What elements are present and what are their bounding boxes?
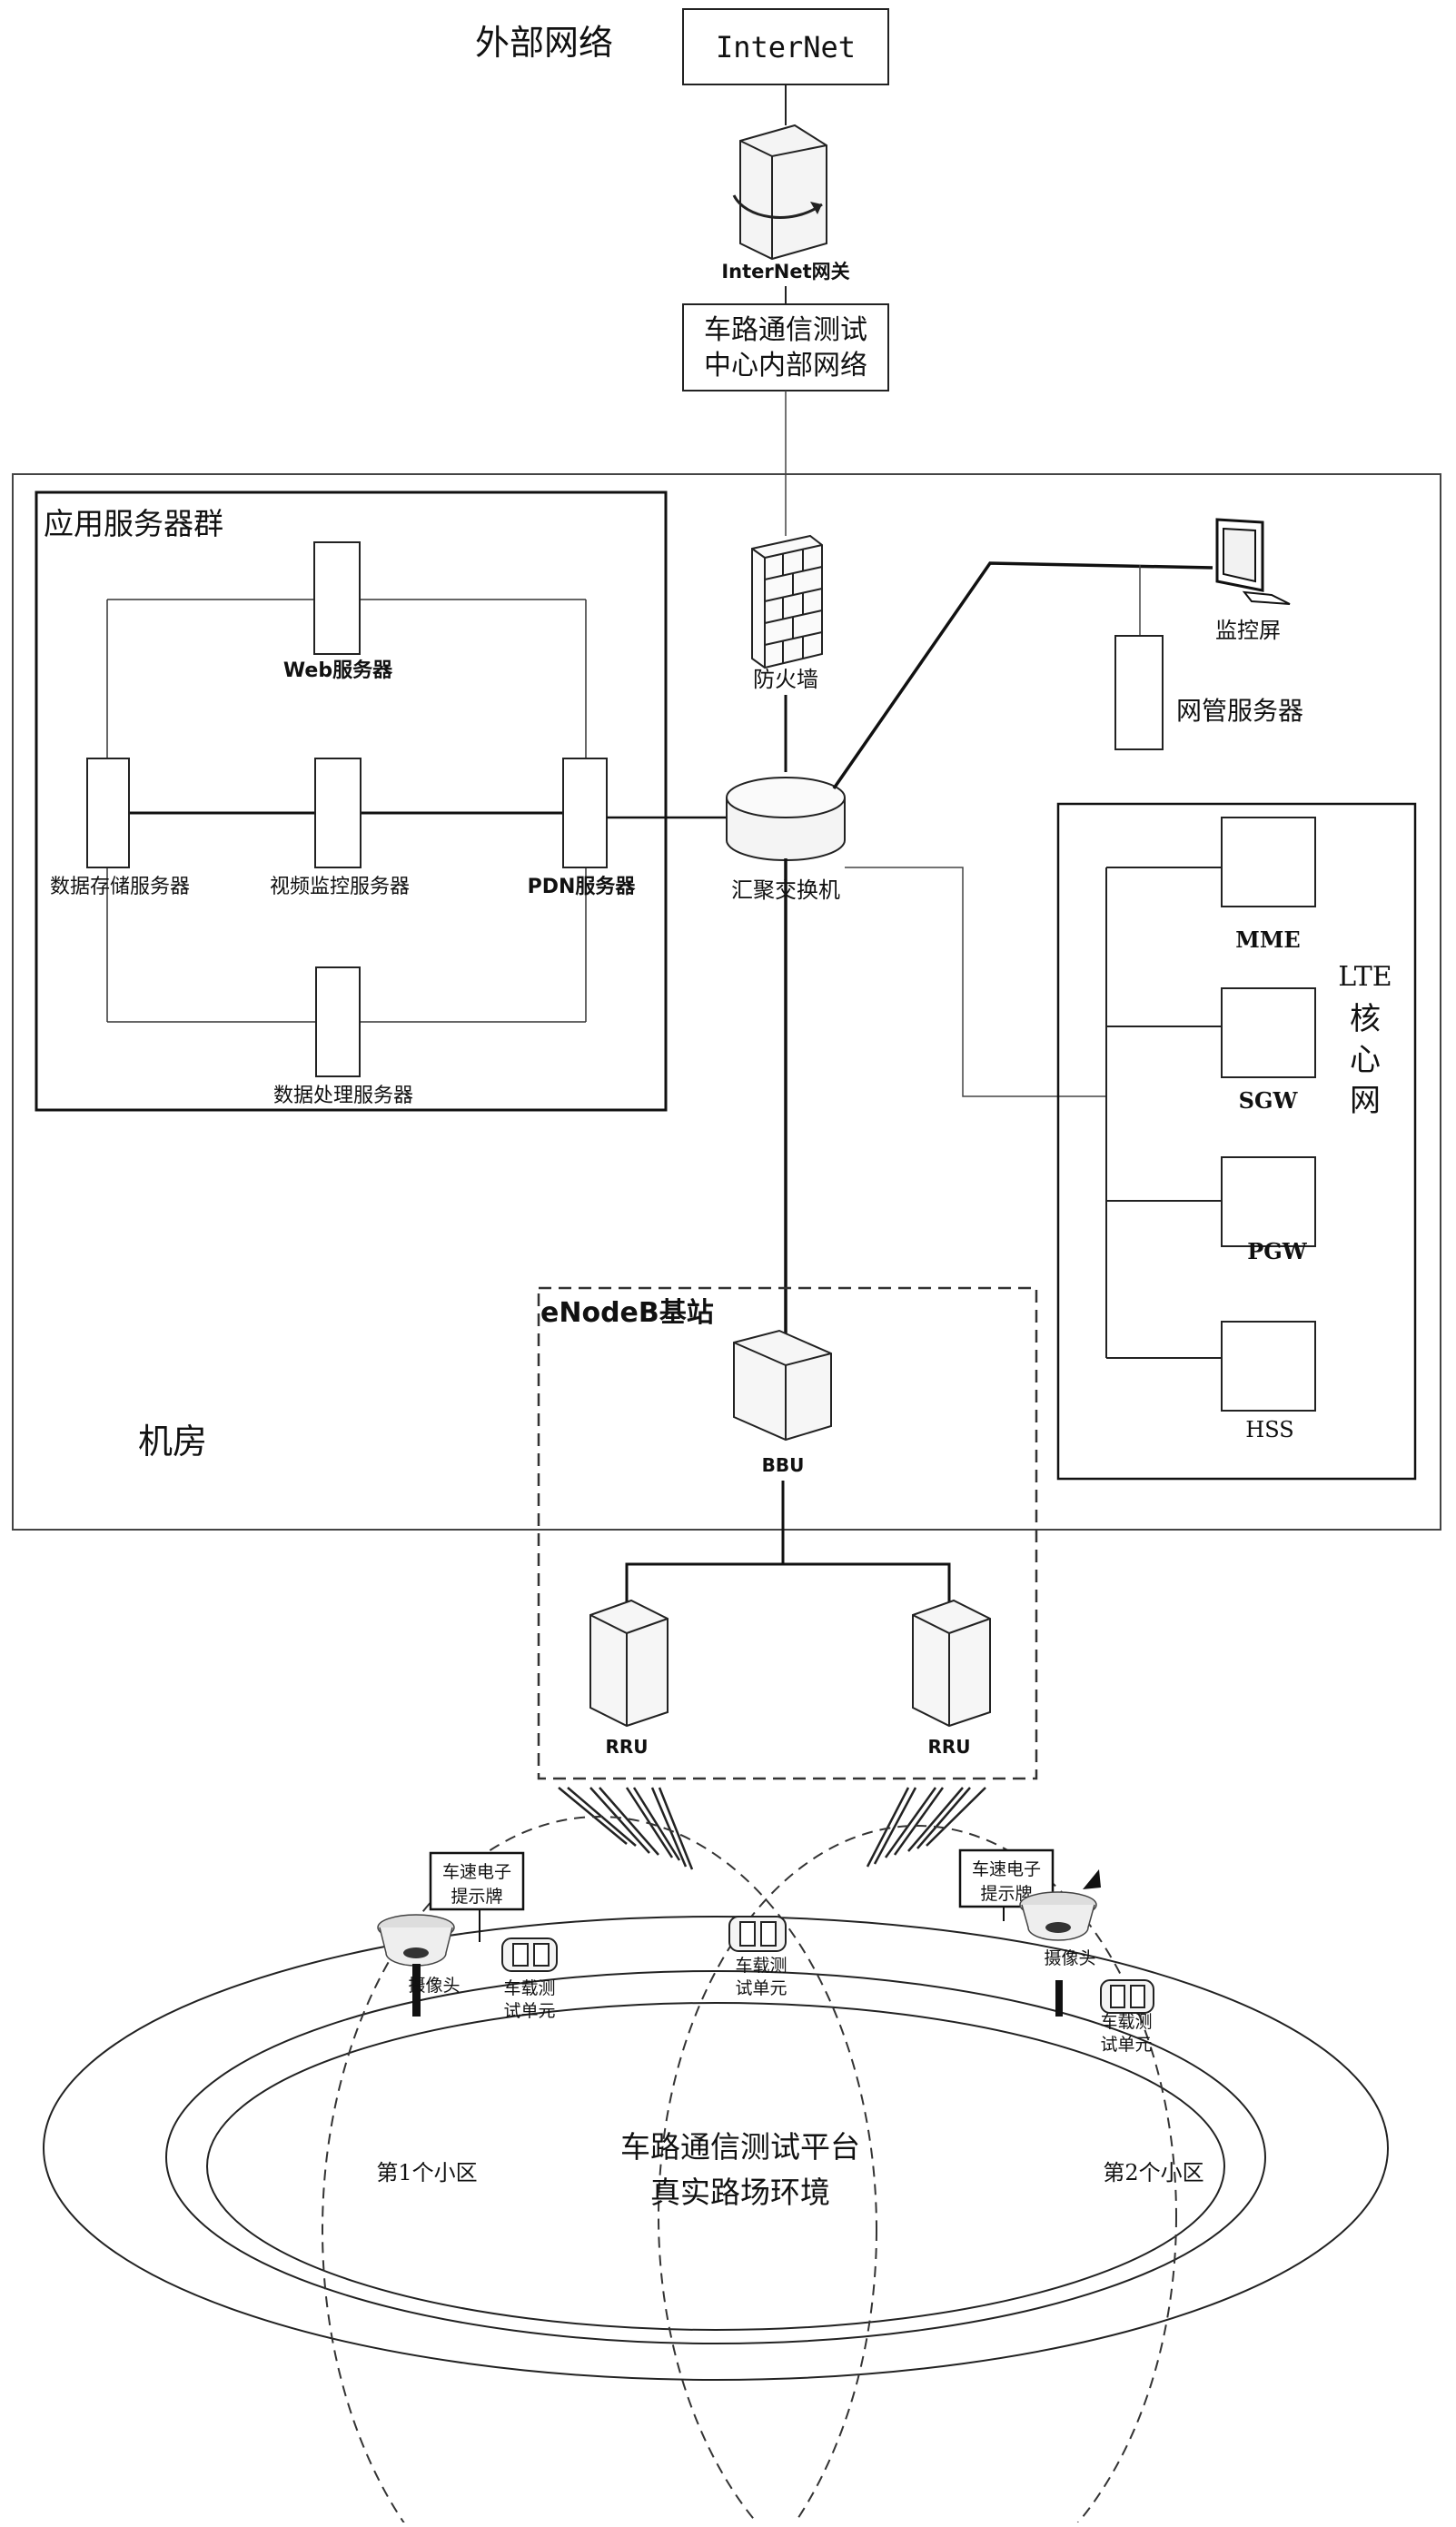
cell1-label: 第1个小区 <box>376 2160 477 2185</box>
vehicle-center-line1: 车载测 <box>735 1956 787 1976</box>
vehicle-left-icon <box>502 1938 557 1971</box>
camera-left-icon <box>378 1915 454 2017</box>
radio-wave-left <box>559 1788 692 1869</box>
vehicle-center-icon <box>729 1917 786 1951</box>
hss-label: HSS <box>1245 1417 1293 1442</box>
app-server-group-title: 应用服务器群 <box>44 506 223 541</box>
lte-title-line3: 心 <box>1350 1042 1381 1078</box>
web-server-unit <box>314 542 360 654</box>
storage-server-unit <box>87 758 129 867</box>
monitor-label: 监控屏 <box>1215 618 1281 643</box>
vehicle-right-icon <box>1101 1980 1154 2013</box>
lte-title-line4: 网 <box>1350 1083 1381 1119</box>
hss-node <box>1222 1322 1315 1411</box>
enodeb-title: eNodeB基站 <box>540 1297 714 1329</box>
lte-title-line1: LTE <box>1338 961 1392 993</box>
internet-label: InterNet <box>716 30 856 64</box>
mme-node <box>1222 818 1315 907</box>
nms-server-label: 网管服务器 <box>1176 696 1303 726</box>
vehicle-right-line2: 试单元 <box>1100 2035 1152 2055</box>
vehicle-left-line1: 车载测 <box>503 1978 555 1998</box>
cell2-label: 第2个小区 <box>1103 2160 1203 2185</box>
camera-left-label: 摄像头 <box>408 1976 460 1996</box>
video-server-unit <box>315 758 361 867</box>
rru-left-label: RRU <box>605 1736 648 1758</box>
switch-icon <box>727 778 845 860</box>
pdn-server-label: PDN服务器 <box>528 876 637 898</box>
monitor-icon <box>1217 520 1290 604</box>
storage-server-label: 数据存储服务器 <box>50 876 190 898</box>
internet-gateway-label: InterNet网关 <box>721 261 849 282</box>
processing-server-unit <box>316 967 360 1076</box>
pgw-label: PGW <box>1247 1238 1308 1264</box>
sgw-label: SGW <box>1239 1087 1299 1114</box>
gateway-server-icon <box>734 125 827 259</box>
firewall-icon <box>752 536 822 668</box>
machine-room-label: 机房 <box>138 1422 207 1462</box>
rru-left-icon <box>590 1600 668 1726</box>
lte-bus <box>1106 867 1222 1358</box>
processing-server-label: 数据处理服务器 <box>273 1085 413 1107</box>
pgw-node <box>1222 1157 1315 1246</box>
center-network-line2: 中心内部网络 <box>704 350 867 382</box>
pdn-server-unit <box>563 758 607 867</box>
sgw-node <box>1222 988 1315 1077</box>
speed-sign-left-line2: 提示牌 <box>451 1887 502 1907</box>
vehicle-center-line2: 试单元 <box>735 1978 787 1998</box>
firewall-label: 防火墙 <box>753 667 818 692</box>
rru-right-icon <box>913 1600 990 1726</box>
center-network-line1: 车路通信测试 <box>704 314 867 346</box>
external-network-label: 外部网络 <box>475 23 613 63</box>
speed-sign-left-line1: 车速电子 <box>442 1862 511 1882</box>
platform-line2: 真实路场环境 <box>650 2175 830 2210</box>
bbu-server-icon <box>734 1331 831 1440</box>
vehicle-left-line2: 试单元 <box>503 2001 555 2021</box>
video-server-label: 视频监控服务器 <box>270 876 410 898</box>
camera-right-label: 摄像头 <box>1044 1948 1095 1968</box>
web-server-label: Web服务器 <box>283 659 393 682</box>
lte-title-line2: 核 <box>1350 1001 1381 1037</box>
nms-server-unit <box>1115 636 1163 749</box>
rru-right-label: RRU <box>927 1736 970 1758</box>
platform-line1: 车路通信测试平台 <box>620 2129 860 2165</box>
link-bbu-rru <box>627 1564 949 1608</box>
bbu-label: BBU <box>762 1454 805 1476</box>
vehicle-right-line1: 车载测 <box>1100 2012 1152 2032</box>
mme-label: MME <box>1235 927 1300 953</box>
link-switch-lte <box>845 867 1106 1096</box>
speed-sign-right-line1: 车速电子 <box>972 1859 1041 1879</box>
